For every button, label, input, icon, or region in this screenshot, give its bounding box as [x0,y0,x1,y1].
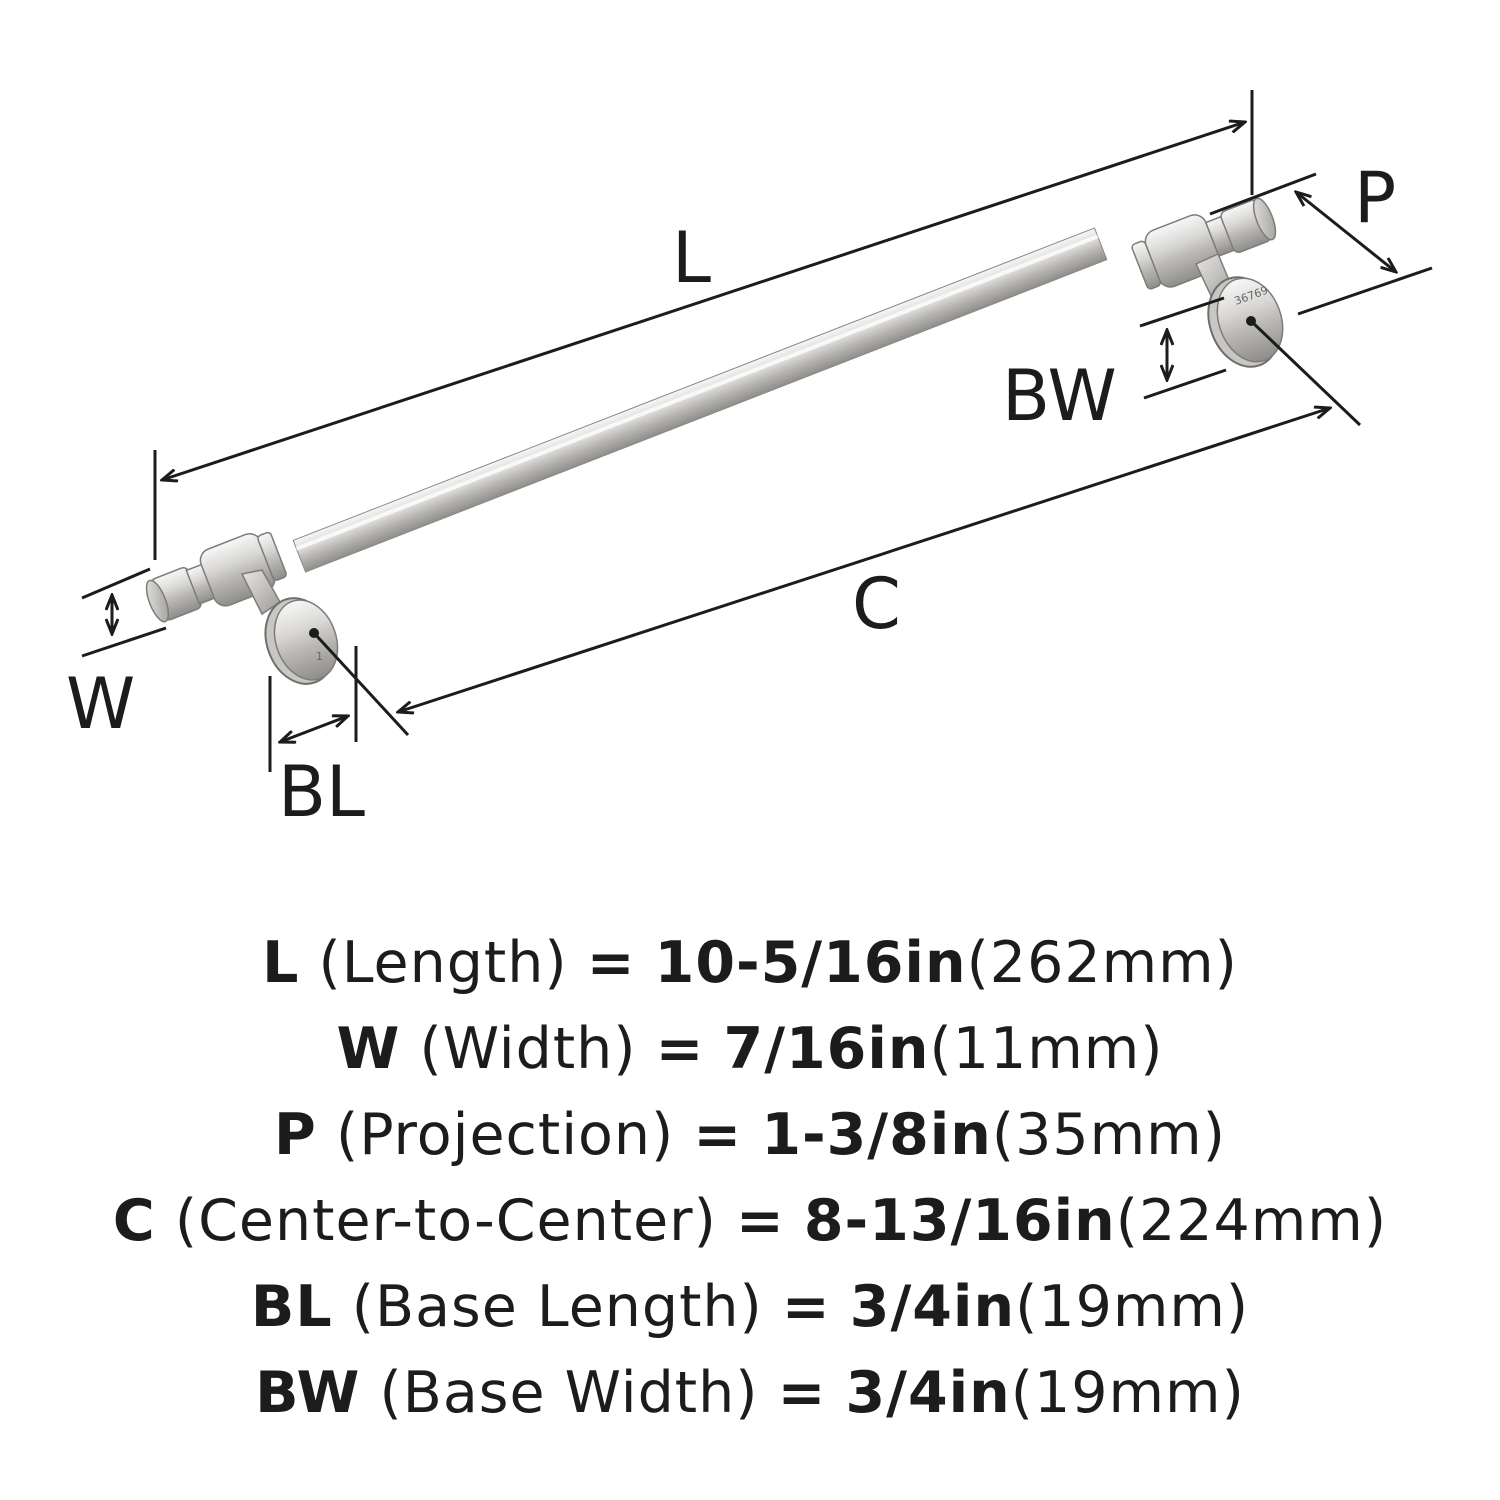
spec-key: C [112,1188,156,1254]
spec-eq: = [586,930,636,996]
spec-mm: (11mm) [929,1016,1164,1082]
length-label: L [672,217,711,299]
spec-desc: (Width) [419,1016,637,1082]
spec-key: P [274,1102,317,1168]
projection-label: P [1354,157,1396,239]
dimension-lines [81,90,1433,772]
specification-list: L (Length) = 10-5/16in(262mm) W (Width) … [0,920,1500,1436]
spec-key: BL [250,1274,333,1340]
spec-row-center-to-center: C (Center-to-Center) = 8-13/16in(224mm) [0,1178,1500,1264]
spec-mm: (224mm) [1115,1188,1388,1254]
spec-desc: (Base Length) [351,1274,763,1340]
base-width-label: BW [1002,355,1117,437]
spec-row-length: L (Length) = 10-5/16in(262mm) [0,920,1500,1006]
spec-eq: = [777,1360,827,1426]
spec-row-base-length: BL (Base Length) = 3/4in(19mm) [0,1264,1500,1350]
base-length-label: BL [278,751,365,833]
spec-desc: (Projection) [335,1102,675,1168]
spec-key: W [336,1016,401,1082]
spec-inch: 10-5/16in [654,930,967,996]
spec-mm: (19mm) [1010,1360,1245,1426]
center-label: C [852,563,901,645]
base-length-dimension-line [280,716,348,742]
spec-desc: (Center-to-Center) [174,1188,717,1254]
spec-eq: = [781,1274,831,1340]
spec-row-base-width: BW (Base Width) = 3/4in(19mm) [0,1350,1500,1436]
spec-desc: (Length) [318,930,568,996]
width-label: W [66,663,135,745]
spec-inch: 1-3/8in [761,1102,992,1168]
left-base-number: 1 [316,650,323,663]
spec-key: L [262,930,300,996]
spec-mm: (19mm) [1015,1274,1250,1340]
cabinet-pull-illustration: 1 36769 [145,197,1284,685]
spec-inch: 7/16in [723,1016,930,1082]
length-dimension-line [162,122,1245,480]
spec-row-projection: P (Projection) = 1-3/8in(35mm) [0,1092,1500,1178]
center-to-center-dimension-line [398,408,1330,712]
spec-mm: (35mm) [991,1102,1226,1168]
spec-inch: 3/4in [849,1274,1016,1340]
spec-eq: = [735,1188,785,1254]
spec-eq: = [655,1016,705,1082]
spec-mm: (262mm) [966,930,1238,996]
spec-inch: 3/4in [845,1360,1011,1426]
dimension-diagram: 1 36769 [66,90,1433,833]
spec-row-width: W (Width) = 7/16in(11mm) [0,1006,1500,1092]
spec-eq: = [693,1102,743,1168]
projection-dimension-line [1296,192,1396,272]
spec-desc: (Base Width) [379,1360,759,1426]
spec-inch: 8-13/16in [803,1188,1116,1254]
spec-key: BW [255,1360,361,1426]
